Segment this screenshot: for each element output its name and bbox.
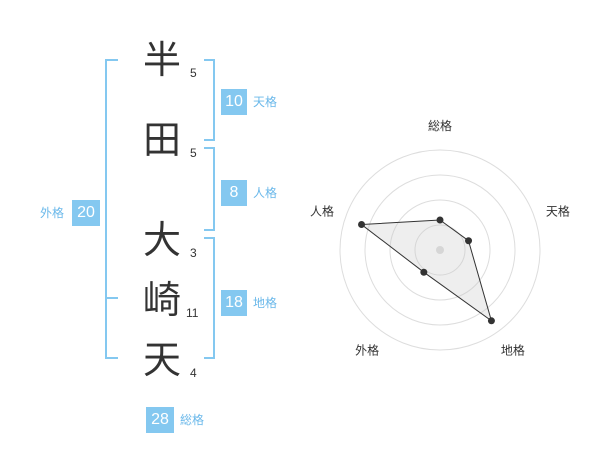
radar-axis-label-2: 天格 [546,204,570,219]
chikaku-label: 地格 [253,296,278,310]
name-char-5-strokes: 4 [190,366,197,380]
radar-point-5 [358,221,366,229]
name-char-1: 半 [142,38,181,82]
jinkaku-bracket [204,147,215,231]
radar-point-3 [487,317,495,325]
radar-grid [339,149,541,351]
tenkaku-label: 天格 [253,95,278,109]
radar-point-1 [436,216,444,224]
radar-point-2 [465,237,473,245]
name-char-1-strokes: 5 [190,66,197,80]
radar-axis-label-5: 人格 [310,204,334,219]
radar-grid-ring-1 [414,224,466,276]
tenkaku-value-box: 10 [221,89,247,115]
radar-axis-label-1: 総格 [428,118,452,133]
radar-axis-label-4: 外格 [355,342,379,357]
radar-grid-ring-2 [389,199,491,301]
name-char-2-strokes: 5 [190,146,197,160]
name-char-5: 天 [142,338,181,382]
jinkaku-label: 人格 [253,186,278,200]
gaikaku-value-box: 20 [72,200,100,226]
radar-point-4 [420,268,428,276]
name-char-4: 崎 [142,278,181,322]
radar-grid-ring-3 [364,174,516,326]
radar-shape [358,216,495,325]
soukaku-value-box: 28 [146,407,174,433]
chikaku-value-box: 18 [221,290,247,316]
gaikaku-bracket [105,59,118,359]
name-char-3-strokes: 3 [190,246,197,260]
radar-grid-ring-4 [339,149,541,351]
radar-axis-label-3: 地格 [501,342,525,357]
chikaku-bracket [204,237,215,359]
gaikaku-label: 外格 [40,206,65,220]
radar-center-dot [436,246,444,254]
name-char-4-strokes: 11 [186,306,199,320]
tenkaku-bracket [204,59,215,141]
jinkaku-value-box: 8 [221,180,247,206]
name-char-2: 田 [142,118,181,162]
soukaku-label: 総格 [180,413,205,427]
grouping-brackets [105,59,215,359]
name-char-3: 大 [142,218,181,262]
